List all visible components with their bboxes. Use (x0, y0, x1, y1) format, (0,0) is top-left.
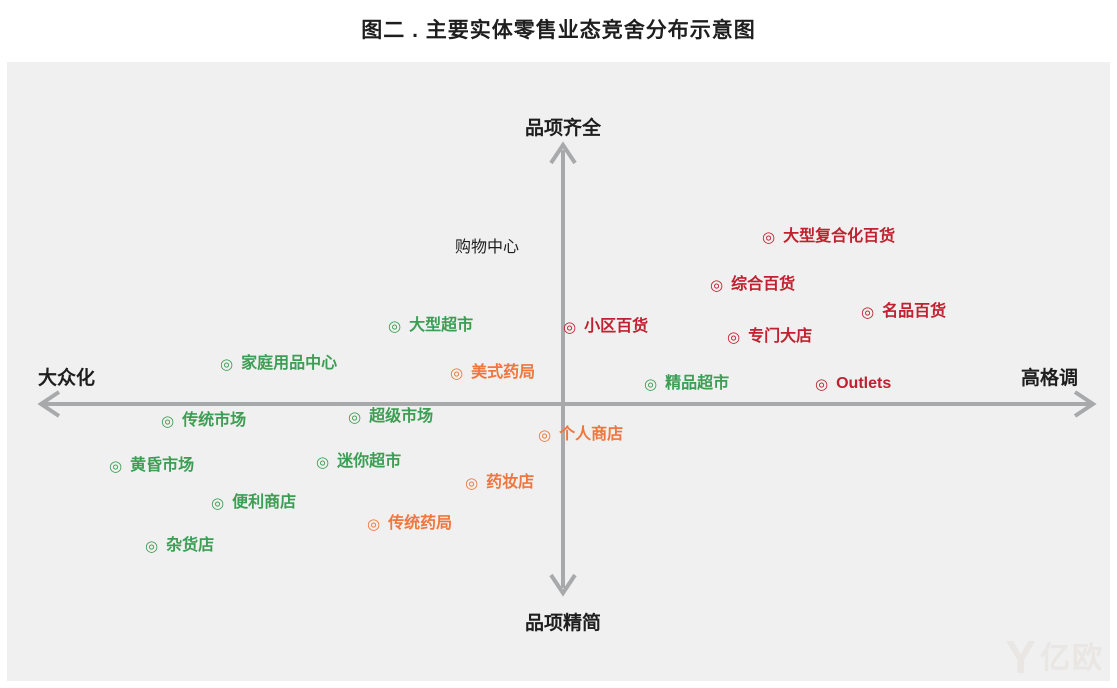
point-marker-icon: ◎ (211, 494, 225, 512)
chart-point: ◎ 超级市场 (348, 405, 433, 429)
point-marker-icon: ◎ (815, 375, 829, 393)
point-label: 专门大店 (748, 328, 813, 345)
point-marker-icon: ◎ (727, 328, 741, 346)
point-marker-icon: ◎ (316, 453, 330, 471)
axis-label-right: 高格调 (1021, 368, 1079, 389)
point-marker-icon: ◎ (220, 355, 234, 373)
point-label: 超级市场 (369, 408, 434, 425)
chart-point: ◎ 精品超市 (644, 372, 729, 396)
point-label: 名品百货 (882, 303, 947, 320)
chart-point: ◎ 药妆店 (465, 471, 534, 495)
point-marker-icon: ◎ (348, 408, 362, 426)
point-marker-icon: ◎ (563, 318, 577, 336)
point-label: 大型超市 (409, 317, 474, 334)
chart-point: ◎ 大型复合化百货 (762, 225, 895, 249)
point-label: 药妆店 (486, 474, 535, 491)
point-label: 美式药局 (471, 364, 536, 381)
point-label: 小区百货 (584, 318, 649, 335)
point-marker-icon: ◎ (538, 426, 552, 444)
chart-point: ◎ 小区百货 (563, 315, 648, 339)
chart-point: ◎ 黄昏市场 (109, 454, 194, 478)
chart-point: ◎ 便利商店 (211, 491, 296, 515)
chart-point: ◎ 家庭用品中心 (220, 352, 337, 376)
chart-point: ◎ 迷你超市 (316, 450, 401, 474)
point-marker-icon: ◎ (710, 276, 724, 294)
axis-label-top: 品项齐全 (524, 118, 601, 139)
chart-point: ◎ 名品百货 (861, 300, 946, 324)
watermark-logo: Y 亿欧 (1005, 631, 1104, 683)
point-marker-icon: ◎ (861, 303, 875, 321)
chart-point: ◎ 传统市场 (161, 409, 246, 433)
point-marker-icon: ◎ (145, 537, 159, 555)
watermark-y-icon: Y (1005, 631, 1038, 683)
chart-panel: Y 亿欧 (7, 62, 1110, 681)
point-label: 购物中心 (455, 239, 520, 256)
point-label: 杂货店 (166, 537, 215, 554)
chart-point: ◎ 综合百货 (710, 273, 795, 297)
point-label: 精品超市 (665, 375, 730, 392)
point-marker-icon: ◎ (161, 412, 175, 430)
watermark-text: 亿欧 (1040, 642, 1104, 675)
point-marker-icon: ◎ (388, 317, 402, 335)
point-label: Outlets (836, 375, 892, 392)
chart-point: ◎ 传统药局 (367, 512, 452, 536)
point-label: 传统药局 (388, 515, 453, 532)
point-label: 家庭用品中心 (241, 355, 338, 372)
point-marker-icon: ◎ (109, 457, 123, 475)
axis-label-left: 大众化 (38, 368, 96, 389)
chart-point: ◎ 杂货店 (145, 534, 214, 558)
point-label: 传统市场 (182, 412, 247, 429)
axis-label-bottom: 品项精简 (524, 613, 601, 634)
point-marker-icon: ◎ (644, 375, 658, 393)
point-label: 个人商店 (559, 426, 624, 443)
chart-point: ◎ Outlets (815, 372, 891, 396)
chart-point: 购物中心 (455, 236, 519, 260)
point-label: 迷你超市 (337, 453, 402, 470)
point-marker-icon: ◎ (367, 515, 381, 533)
point-label: 便利商店 (232, 494, 297, 511)
point-marker-icon: ◎ (465, 474, 479, 492)
point-label: 综合百货 (731, 276, 796, 293)
point-marker-icon: ◎ (762, 228, 776, 246)
chart-point: ◎ 个人商店 (538, 423, 623, 447)
chart-point: ◎ 美式药局 (450, 361, 535, 385)
chart-title: 图二 . 主要实体零售业态竞舍分布示意图 (361, 19, 756, 42)
point-label: 大型复合化百货 (783, 228, 896, 245)
point-marker-icon: ◎ (450, 364, 464, 382)
point-label: 黄昏市场 (130, 457, 195, 474)
chart-point: ◎ 专门大店 (727, 325, 812, 349)
chart-point: ◎ 大型超市 (388, 314, 473, 338)
